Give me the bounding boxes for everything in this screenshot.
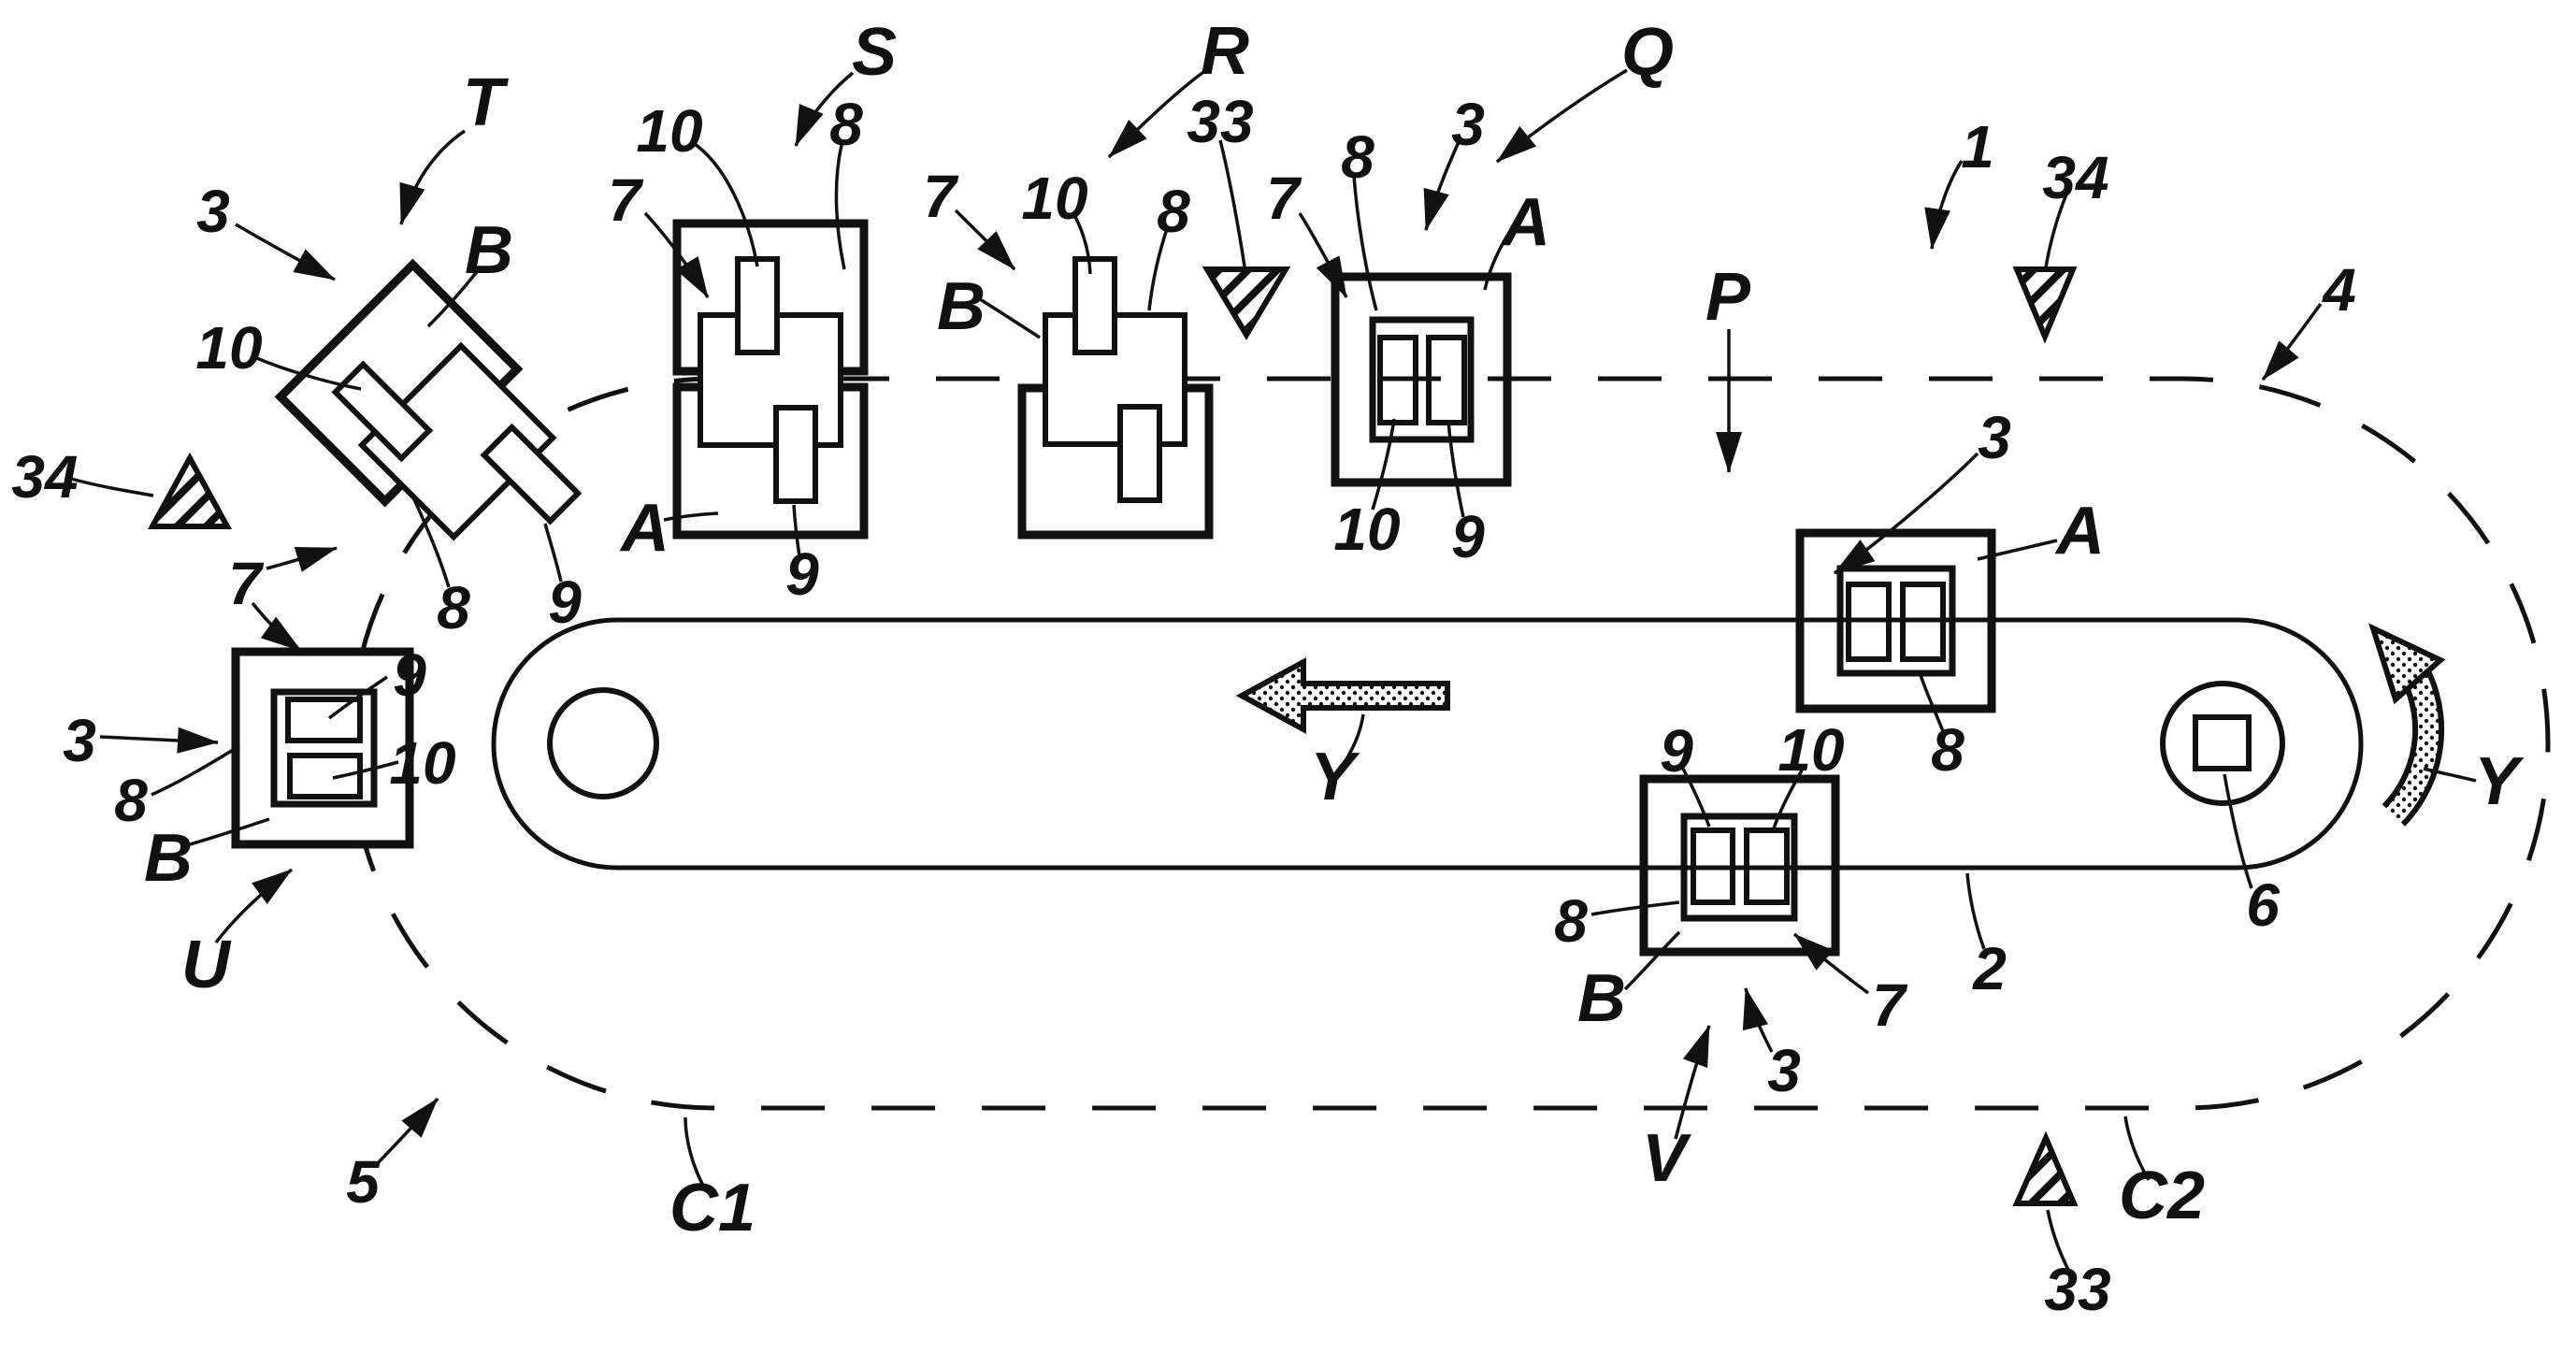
label-3-near-t: 3 bbox=[196, 178, 230, 245]
label-7-near-s: 7 bbox=[608, 166, 644, 234]
station-q-assembly bbox=[1331, 272, 1512, 487]
label-5: 5 bbox=[346, 1148, 381, 1216]
station-s-assembly bbox=[672, 219, 869, 540]
label-7-near-q: 7 bbox=[1266, 165, 1302, 232]
label-8-near-v: 8 bbox=[1554, 887, 1588, 955]
label-a-near-q: A bbox=[1500, 185, 1550, 260]
station-v-pocket-10 bbox=[1744, 828, 1790, 905]
label-10-near-q: 10 bbox=[1333, 496, 1400, 563]
label-station-q: Q bbox=[1621, 15, 1674, 90]
right-pulley-insert bbox=[2193, 714, 2252, 771]
label-9-near-s: 9 bbox=[785, 540, 819, 608]
label-7-near-r: 7 bbox=[923, 163, 959, 230]
label-3-near-v: 3 bbox=[1767, 1037, 1801, 1104]
label-station-p: P bbox=[1705, 260, 1751, 335]
rotation-arrow-y bbox=[2368, 623, 2446, 827]
station-q-pocket-10 bbox=[1377, 335, 1418, 425]
label-9-near-t: 9 bbox=[548, 569, 582, 636]
marker-triangle-34-left bbox=[147, 452, 233, 529]
label-8-near-p: 8 bbox=[1931, 716, 1964, 784]
station-u-assembly bbox=[231, 647, 414, 849]
label-7-near-v: 7 bbox=[1872, 972, 1908, 1039]
label-9-near-u: 9 bbox=[393, 641, 426, 709]
labels: T 3 B 10 34 7 8 9 3 9 10 8 B U 5 C1 S 8 … bbox=[11, 14, 2525, 1323]
label-c2: C2 bbox=[2119, 1159, 2205, 1233]
label-a-near-p: A bbox=[2054, 494, 2105, 569]
station-r-assembly bbox=[1017, 256, 1214, 540]
belt-outline bbox=[491, 617, 2364, 871]
label-y-mid: Y bbox=[1310, 740, 1360, 814]
label-6: 6 bbox=[2246, 871, 2280, 939]
label-34-left: 34 bbox=[11, 443, 78, 511]
label-8-near-q: 8 bbox=[1341, 123, 1374, 191]
label-b-near-r: B bbox=[937, 269, 986, 344]
belt-direction-arrow-y bbox=[1235, 656, 1450, 735]
label-10-near-s: 10 bbox=[636, 97, 702, 165]
label-station-u: U bbox=[181, 928, 232, 1002]
label-33-bottom: 33 bbox=[2044, 1256, 2110, 1323]
station-p-outer bbox=[1795, 528, 1996, 713]
label-33-top: 33 bbox=[1187, 88, 1253, 155]
station-r-projection-9 bbox=[1117, 404, 1162, 503]
station-p-pocket-right bbox=[1900, 582, 1946, 662]
station-p-pocket-left bbox=[1846, 582, 1892, 662]
left-pulley bbox=[547, 687, 659, 799]
label-8-near-s: 8 bbox=[829, 91, 863, 158]
station-u-pocket-9 bbox=[285, 697, 363, 743]
station-u-pocket-10 bbox=[287, 753, 363, 799]
label-b-near-u: B bbox=[144, 821, 193, 896]
label-c1: C1 bbox=[669, 1171, 756, 1245]
label-10-near-u: 10 bbox=[389, 729, 455, 797]
station-t-carrier bbox=[357, 341, 557, 541]
label-station-r: R bbox=[1201, 14, 1249, 89]
station-s-projection-10 bbox=[735, 256, 780, 355]
label-10-near-r: 10 bbox=[1021, 165, 1087, 232]
label-2: 2 bbox=[1972, 935, 2007, 1002]
label-8-near-r: 8 bbox=[1157, 178, 1190, 245]
label-b-near-t: B bbox=[465, 213, 513, 288]
label-station-t: T bbox=[463, 65, 510, 140]
leader-lines bbox=[70, 68, 2477, 1271]
label-3-near-u: 3 bbox=[63, 707, 96, 774]
station-t-projection-9 bbox=[480, 423, 583, 525]
label-9-near-q: 9 bbox=[1451, 503, 1485, 570]
marker-triangle-33-top bbox=[1202, 266, 1291, 340]
station-s-projection-9 bbox=[773, 405, 818, 504]
label-station-s: S bbox=[852, 15, 897, 90]
station-v-outer bbox=[1639, 774, 1840, 957]
label-3-near-q: 3 bbox=[1451, 91, 1485, 158]
station-t-assembly bbox=[274, 258, 583, 541]
station-v-carrier bbox=[1680, 813, 1798, 922]
station-q-outer bbox=[1331, 272, 1512, 487]
label-8-near-t: 8 bbox=[437, 574, 470, 641]
label-1: 1 bbox=[1961, 113, 1994, 180]
label-7-left: 7 bbox=[228, 550, 265, 617]
marker-triangle-33-bottom bbox=[2012, 1130, 2079, 1206]
label-4: 4 bbox=[2321, 256, 2356, 324]
station-v-assembly bbox=[1639, 774, 1840, 957]
label-station-v: V bbox=[1642, 1121, 1692, 1196]
label-3-near-p: 3 bbox=[1978, 404, 2011, 471]
label-a-near-s: A bbox=[619, 491, 669, 566]
label-8-near-u: 8 bbox=[114, 767, 148, 834]
label-y-right: Y bbox=[2474, 744, 2525, 819]
station-p-assembly bbox=[1795, 528, 1996, 713]
label-10-near-t: 10 bbox=[195, 314, 262, 381]
label-10-near-v: 10 bbox=[1777, 716, 1844, 784]
conveyor-belt bbox=[491, 617, 2364, 871]
station-r-projection-10 bbox=[1072, 256, 1117, 355]
marker-triangle-34-right bbox=[2012, 266, 2078, 344]
station-p-carrier bbox=[1836, 565, 1956, 677]
station-v-pocket-9 bbox=[1691, 828, 1735, 905]
label-9-near-v: 9 bbox=[1660, 717, 1693, 784]
label-34-right: 34 bbox=[2042, 144, 2108, 211]
label-b-near-v: B bbox=[1577, 961, 1626, 1036]
station-q-carrier bbox=[1369, 316, 1475, 443]
station-q-pocket-9 bbox=[1426, 335, 1467, 425]
